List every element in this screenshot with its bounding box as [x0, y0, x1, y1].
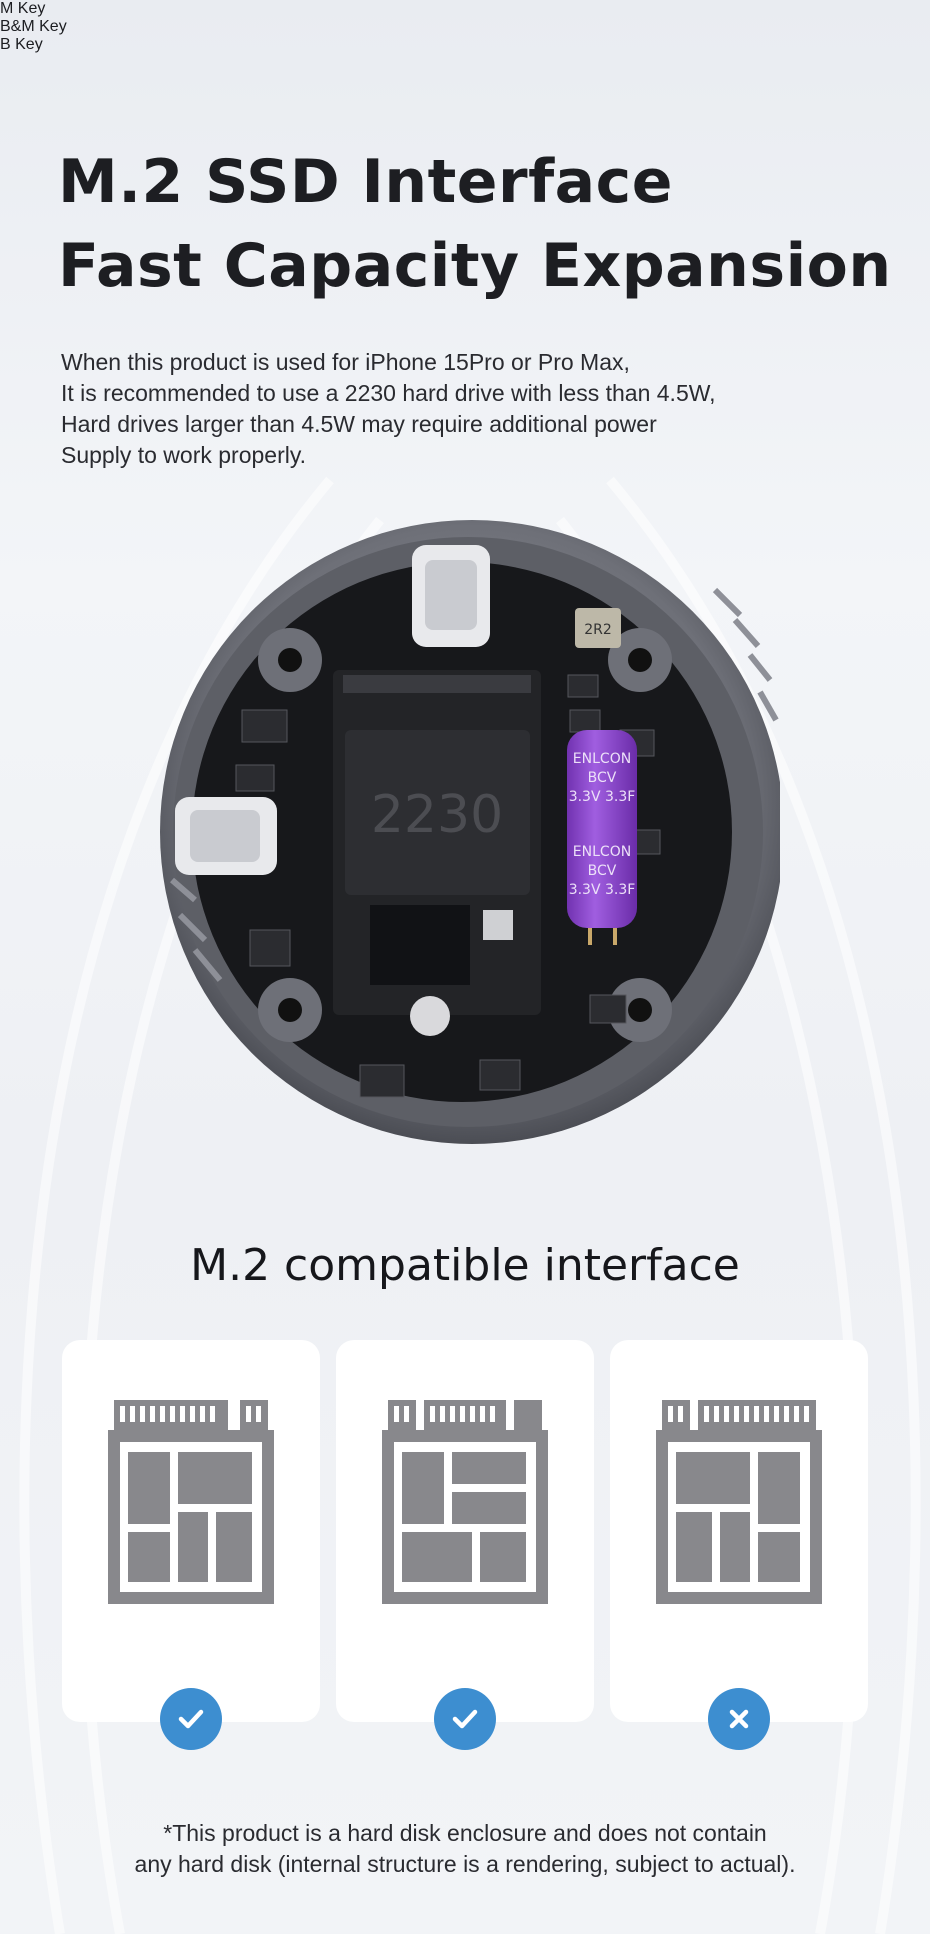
product-description: When this product is used for iPhone 15P…: [61, 347, 716, 471]
check-icon: [452, 1709, 478, 1729]
capacitor-text: ENLCON: [573, 844, 631, 860]
bm-key-chip-icon: [382, 1400, 548, 1604]
check-icon: [178, 1709, 204, 1729]
card-label-m-key: M Key: [0, 0, 46, 17]
status-badge-b-key: [708, 1688, 770, 1750]
description-line: When this product is used for iPhone 15P…: [61, 349, 630, 375]
description-line: It is recommended to use a 2230 hard dri…: [61, 380, 716, 406]
cross-icon: [729, 1709, 749, 1729]
key-card-bm: [336, 1340, 594, 1722]
status-badge-bm-key: [434, 1688, 496, 1750]
page-headline: M.2 SSD Interface Fast Capacity Expansio…: [58, 140, 892, 308]
disclaimer-footnote: *This product is a hard disk enclosure a…: [0, 1818, 930, 1880]
capacitor-text: 3.3V 3.3F: [569, 789, 636, 805]
capacitor-text: BCV: [588, 863, 617, 879]
headline-line-2: Fast Capacity Expansion: [58, 231, 892, 301]
inductor: [575, 608, 621, 648]
card-label-b-key: B Key: [0, 36, 43, 53]
status-badge-m-key: [160, 1688, 222, 1750]
b-key-chip-icon: [656, 1400, 822, 1604]
key-card-m: [62, 1340, 320, 1722]
inductor-label: 2R2: [584, 622, 612, 638]
capacitor-text: ENLCON: [573, 751, 631, 767]
description-line: Supply to work properly.: [61, 442, 307, 468]
ssd-enclosure-illustration: 2230 2R2 ENLCON BCV 3.3V 3.3F ENLCON BCV…: [160, 520, 780, 1144]
card-label-bm-key: B&M Key: [0, 18, 67, 35]
ssd-size-label: 2230: [371, 785, 503, 845]
key-card-b: [610, 1340, 868, 1722]
footnote-line: any hard disk (internal structure is a r…: [134, 1851, 796, 1877]
headline-line-1: M.2 SSD Interface: [58, 147, 673, 217]
m-key-chip-icon: [108, 1400, 274, 1604]
capacitor-text: BCV: [588, 770, 617, 786]
supercapacitor: [567, 730, 637, 928]
footnote-line: *This product is a hard disk enclosure a…: [163, 1820, 767, 1846]
section-title: M.2 compatible interface: [190, 1240, 740, 1291]
capacitor-text: 3.3V 3.3F: [569, 882, 636, 898]
description-line: Hard drives larger than 4.5W may require…: [61, 411, 657, 437]
grip-ridges: [170, 587, 779, 982]
